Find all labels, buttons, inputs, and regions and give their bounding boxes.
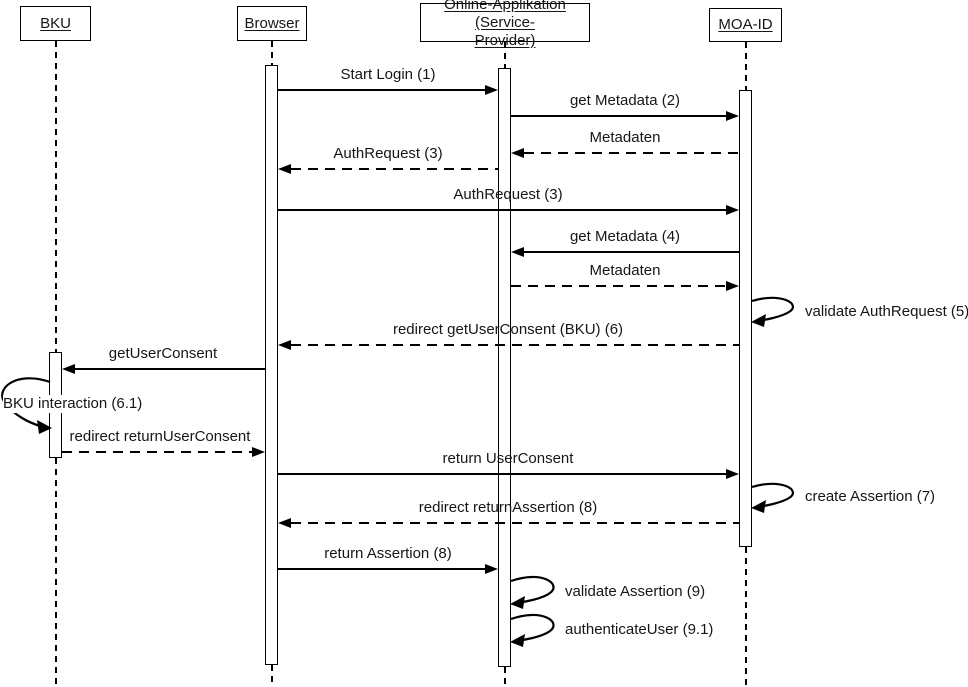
self-message-loop-validate-authrequest xyxy=(751,296,795,327)
message-metadaten-1-line xyxy=(524,152,739,154)
participant-label-browser: Browser xyxy=(244,14,300,32)
message-authrequest-return-label: AuthRequest (3) xyxy=(333,145,443,162)
participant-label-online-app-line2: Provider) xyxy=(474,31,536,49)
message-get-metadata-2-line xyxy=(511,115,727,117)
message-authrequest-forward-label: AuthRequest (3) xyxy=(453,186,563,203)
self-message-loop-create-assertion xyxy=(751,482,795,513)
message-bku-interaction-label: BKU interaction (6.1) xyxy=(3,395,143,413)
arrowhead-left-icon xyxy=(278,518,291,528)
lifeline-online-app-top xyxy=(504,42,506,68)
message-getuserconsent-label: getUserConsent xyxy=(108,345,218,362)
activation-moa-id xyxy=(739,90,752,547)
message-metadaten-1-label: Metadaten xyxy=(589,129,661,146)
message-get-metadata-4-line xyxy=(524,251,739,253)
arrowhead-left-icon xyxy=(511,148,524,158)
lifeline-moa-id-bottom xyxy=(745,547,747,687)
message-authenticateuser-label: authenticateUser (9.1) xyxy=(565,621,714,638)
participant-label-online-app-line1: Online-Applikation (Service- xyxy=(444,0,566,31)
message-validate-authrequest-label: validate AuthRequest (5) xyxy=(805,303,968,320)
message-getuserconsent-line xyxy=(75,368,265,370)
message-get-metadata-4-label: get Metadata (4) xyxy=(569,228,681,245)
lifeline-browser-top xyxy=(271,41,273,65)
lifeline-online-app-bottom xyxy=(504,667,506,687)
participant-box-browser: Browser xyxy=(237,6,307,41)
activation-online-app xyxy=(498,68,511,667)
participant-box-moa-id: MOA-ID xyxy=(709,8,782,42)
message-redirect-getuserconsent-line xyxy=(291,344,739,346)
self-message-loop-validate-assertion xyxy=(510,575,555,609)
message-authrequest-return-line xyxy=(291,168,498,170)
arrowhead-left-icon xyxy=(278,164,291,174)
participant-label-moa-id: MOA-ID xyxy=(718,16,773,33)
message-redirect-returnuserconsent-label: redirect returnUserConsent xyxy=(69,428,251,445)
lifeline-bku-bottom xyxy=(55,458,57,687)
arrowhead-right-icon xyxy=(726,205,739,215)
participant-box-bku: BKU xyxy=(20,6,91,41)
arrowhead-right-icon xyxy=(726,281,739,291)
message-redirect-getuserconsent-label: redirect getUserConsent (BKU) (6) xyxy=(392,321,624,338)
arrowhead-left-icon xyxy=(62,364,75,374)
message-authrequest-forward-line xyxy=(278,209,726,211)
message-start-login-line xyxy=(278,89,486,91)
message-validate-assertion-label: validate Assertion (9) xyxy=(565,583,706,600)
message-return-assertion-label: return Assertion (8) xyxy=(324,545,452,562)
lifeline-browser-bottom xyxy=(271,665,273,687)
message-start-login-label: Start Login (1) xyxy=(340,66,436,83)
message-metadaten-2-label: Metadaten xyxy=(589,262,661,279)
arrowhead-right-icon xyxy=(726,111,739,121)
message-create-assertion-label: create Assertion (7) xyxy=(805,488,936,505)
lifeline-moa-id-top xyxy=(745,42,747,90)
arrowhead-left-icon xyxy=(511,247,524,257)
arrowhead-right-icon xyxy=(726,469,739,479)
message-redirect-returnassertion-label: redirect returnAssertion (8) xyxy=(418,499,598,516)
message-redirect-returnassertion-line xyxy=(291,522,739,524)
message-return-userconsent-line xyxy=(278,473,726,475)
participant-box-online-app: Online-Applikation (Service- Provider) xyxy=(420,0,590,49)
message-get-metadata-2-label: get Metadata (2) xyxy=(569,92,681,109)
message-redirect-returnuserconsent-line xyxy=(62,451,252,453)
arrowhead-right-icon xyxy=(485,564,498,574)
arrowhead-right-icon xyxy=(485,85,498,95)
activation-browser xyxy=(265,65,278,665)
message-return-userconsent-label: return UserConsent xyxy=(442,450,574,467)
message-metadaten-2-line xyxy=(511,285,726,287)
participant-label-bku: BKU xyxy=(40,14,71,32)
message-return-assertion-line xyxy=(278,568,486,570)
arrowhead-left-icon xyxy=(278,340,291,350)
lifeline-bku-top xyxy=(55,41,57,352)
arrowhead-right-icon xyxy=(252,447,265,457)
self-message-loop-authenticateuser xyxy=(510,613,555,647)
